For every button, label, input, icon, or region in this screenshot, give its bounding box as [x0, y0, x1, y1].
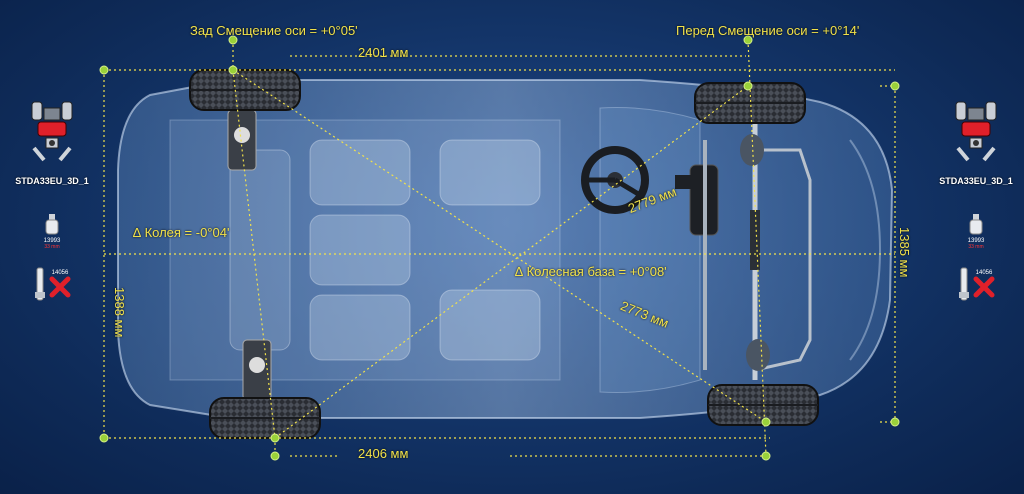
top-distance-label: 2401 мм [358, 45, 409, 60]
front-axle-offset-label: Перед Смещение оси = +0°14' [676, 23, 860, 38]
wheelbase-delta-label: ∆ Колесная база = +0°08' [515, 264, 667, 279]
right-sensor-panel: STDA33EU_3D_1 13993 33 mm 14056 [936, 98, 1016, 302]
wheel-rear-right [209, 397, 321, 439]
right-panel-name: STDA33EU_3D_1 [939, 176, 1013, 186]
sensor-icon [969, 214, 983, 235]
left-panel-name: STDA33EU_3D_1 [15, 176, 89, 186]
rear-suspension [227, 109, 272, 401]
left-sensor-sub: 33 mm [44, 244, 60, 250]
right-sensor-sub: 33 mm [968, 244, 984, 250]
left-sensor-panel: STDA33EU_3D_1 13993 33 mm 14056 [12, 98, 92, 302]
right-clamp-status: 14056 [957, 266, 995, 302]
left-clamp-status: 14056 [33, 266, 71, 302]
right-track-label: 1385 мм [897, 227, 912, 278]
wheel-front-right [707, 384, 819, 426]
bottom-distance-label: 2406 мм [358, 446, 409, 461]
error-x-icon [973, 276, 995, 298]
target-head-icon[interactable] [950, 98, 1002, 164]
left-track-label: 1388 мм [112, 287, 127, 338]
steering-rack [675, 120, 812, 380]
clamp-icon [35, 267, 45, 301]
left-clamp-id: 14056 [51, 270, 69, 276]
sensor-icon [45, 214, 59, 235]
clamp-icon [959, 267, 969, 301]
error-x-icon [49, 276, 71, 298]
wheel-rear-left [189, 69, 301, 111]
right-clamp-id: 14056 [975, 270, 993, 276]
left-sensor-id: 13993 [43, 238, 61, 244]
track-delta-label: ∆ Колея = -0°04' [133, 225, 230, 240]
rear-axle-offset-label: Зад Смещение оси = +0°05' [190, 23, 358, 38]
measurement-markers [99, 35, 900, 461]
steering-wheel [581, 146, 649, 214]
target-head-icon[interactable] [26, 98, 78, 164]
seats [229, 139, 541, 361]
right-sensor-id: 13993 [967, 238, 985, 244]
